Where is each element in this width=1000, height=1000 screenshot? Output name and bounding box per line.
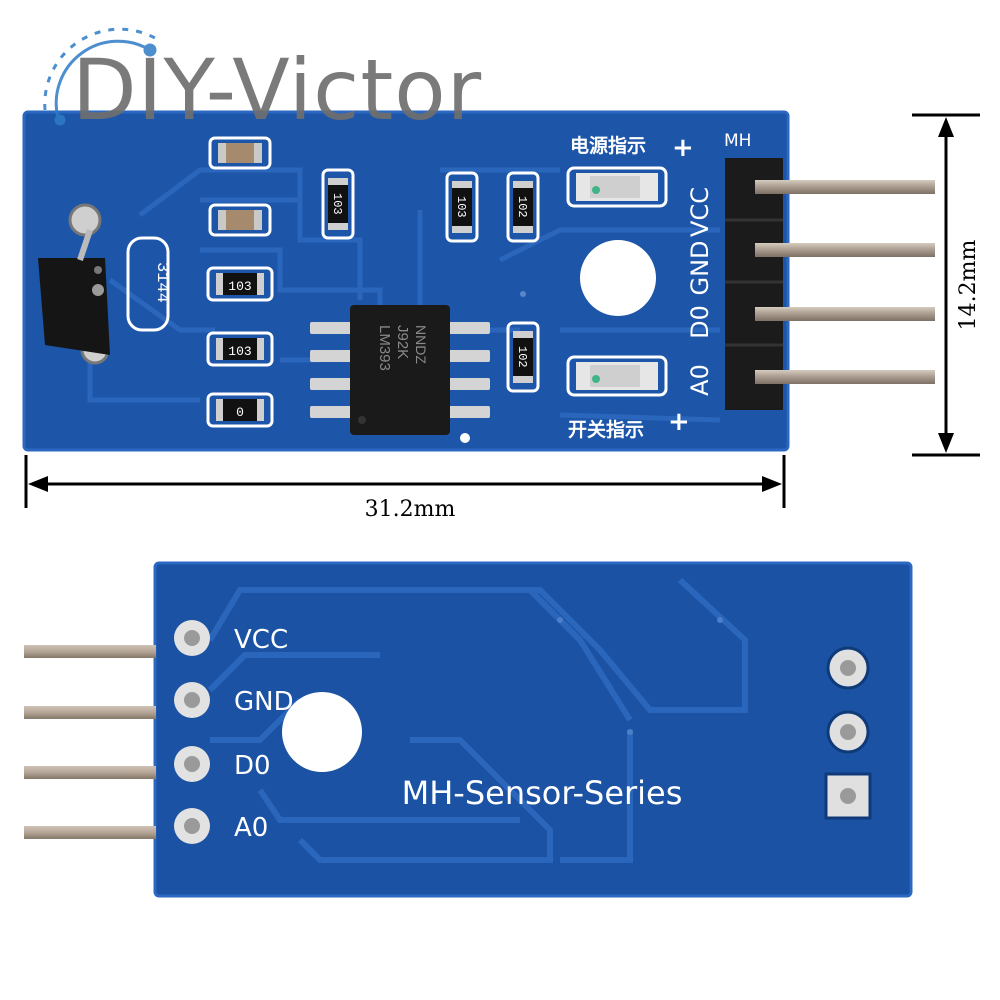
resistor-label: 103: [330, 193, 344, 215]
smd-resistor: 103: [206, 331, 274, 367]
width-dimension-label: 31.2mm: [365, 497, 456, 522]
header-pin: [755, 370, 935, 384]
power-led-label: 电源指示: [570, 134, 646, 157]
solder-pad: [174, 808, 210, 844]
pin-header: [725, 158, 935, 410]
solder-pad: [174, 746, 210, 782]
switch-led: [566, 355, 668, 397]
switch-led-label: 开关指示: [568, 418, 644, 441]
back-pin-label-d0: D0: [234, 751, 271, 781]
back-pin-label-a0: A0: [234, 813, 268, 843]
smd-capacitor: [208, 203, 272, 237]
header-pin: [24, 645, 156, 658]
smd-resistor-vertical: 103: [445, 171, 479, 243]
width-dimension: [24, 455, 786, 508]
watermark-text: DIY-Victor: [72, 41, 483, 139]
header-pin: [755, 180, 935, 194]
smd-resistor: 0: [206, 392, 274, 428]
header-pin: [755, 243, 935, 257]
series-label: MH-Sensor-Series: [402, 774, 683, 812]
front-board: 3144 103 103 0: [22, 110, 935, 452]
header-pin: [24, 766, 156, 779]
watermark-logo-icon: [43, 27, 157, 126]
chip-text-line: J92K: [394, 325, 411, 359]
back-board: VCC GND D0 A0 MH-Sensor-Series: [24, 561, 913, 898]
height-dimension: [912, 113, 980, 457]
plus-sign: +: [672, 133, 694, 163]
header-pin: [24, 706, 156, 719]
chip-text-line: NNDZ: [413, 325, 429, 364]
header-pin: [755, 307, 935, 321]
smd-resistor-vertical: 102: [506, 171, 540, 243]
header-label: MH: [724, 131, 751, 151]
resistor-label: 0: [236, 405, 244, 420]
height-dimension-label: 14.2mm: [956, 240, 981, 331]
resistor-label: 102: [515, 346, 529, 368]
chip-text-line: LM393: [376, 325, 393, 371]
front-traces: [87, 167, 721, 423]
smd-resistor: 103: [206, 266, 274, 302]
solder-pad: [174, 620, 210, 656]
power-led: [566, 166, 668, 208]
mounting-hole-back: [282, 692, 362, 772]
pin-label-gnd: GND: [686, 240, 714, 295]
hall-sensor-label: 3144: [152, 262, 171, 303]
resistor-label: 103: [228, 279, 251, 294]
sensor-pad-square: [824, 772, 872, 820]
solder-pad: [174, 682, 210, 718]
resistor-label: 102: [515, 196, 529, 218]
pin-label-d0: D0: [686, 305, 714, 339]
hall-sensor: [38, 203, 110, 365]
lm393-chip: LM393 J92K NNDZ: [310, 305, 490, 435]
smd-resistor-vertical: 102: [506, 321, 540, 393]
sensor-pad: [826, 646, 870, 690]
back-pcb: [155, 563, 911, 896]
smd-capacitor: [208, 136, 272, 170]
sensor-pad: [826, 710, 870, 754]
mounting-hole-front: [580, 240, 656, 316]
resistor-label: 103: [454, 196, 468, 218]
header-pin: [24, 826, 156, 839]
plus-sign: +: [668, 407, 690, 437]
back-pin-label-vcc: VCC: [234, 625, 288, 655]
resistor-label: 103: [228, 344, 251, 359]
back-pin-label-gnd: GND: [234, 687, 294, 717]
pin-label-vcc: VCC: [686, 187, 714, 237]
back-traces: [207, 577, 748, 863]
pin-label-a0: A0: [686, 364, 714, 396]
smd-resistor-vertical: 103: [321, 168, 355, 240]
hall-outline: [126, 236, 170, 332]
